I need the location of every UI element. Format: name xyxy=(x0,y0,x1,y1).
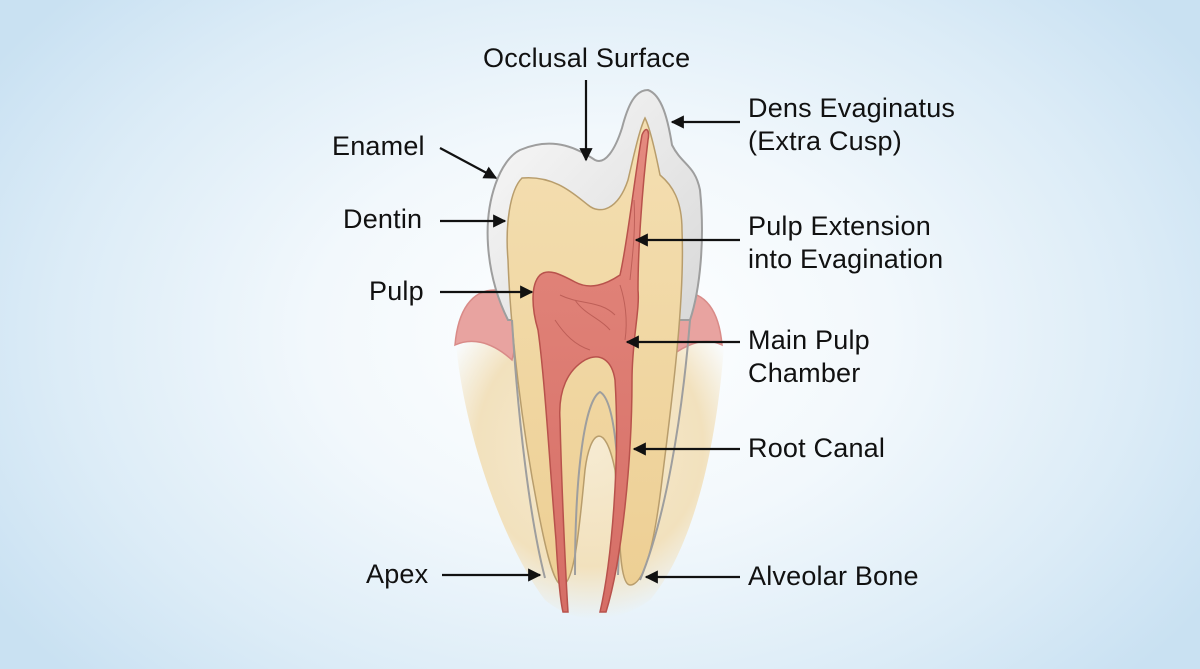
root-outline-right xyxy=(639,319,691,581)
label-pulp: Pulp xyxy=(369,276,424,306)
label-pulp-extension: Pulp Extension into Evagination xyxy=(748,210,943,276)
label-main-pulp-chamber-line2: Chamber xyxy=(748,358,861,388)
label-apex: Apex xyxy=(366,559,429,589)
leader-arrows xyxy=(439,80,740,584)
pulp xyxy=(532,128,650,613)
pulp-vessels xyxy=(554,199,636,351)
label-enamel: Enamel xyxy=(332,131,425,161)
label-main-pulp-chamber: Main Pulp Chamber xyxy=(748,324,870,390)
label-alveolar-bone: Alveolar Bone xyxy=(748,561,919,591)
label-pulp-extension-line1: Pulp Extension xyxy=(748,211,931,241)
label-main-pulp-chamber-line1: Main Pulp xyxy=(748,325,870,355)
label-root-canal: Root Canal xyxy=(748,433,886,463)
label-dentin: Dentin xyxy=(343,204,423,234)
label-dens-evaginatus-line2: (Extra Cusp) xyxy=(748,126,902,156)
label-occlusal-surface: Occlusal Surface xyxy=(483,43,691,73)
root-outline-left xyxy=(511,319,546,579)
label-dens-evaginatus-line1: Dens Evaginatus xyxy=(748,93,956,123)
label-dens-evaginatus: Dens Evaginatus (Extra Cusp) xyxy=(748,92,955,158)
label-pulp-extension-line2: into Evagination xyxy=(748,244,944,274)
arrow-enamel xyxy=(439,147,498,179)
